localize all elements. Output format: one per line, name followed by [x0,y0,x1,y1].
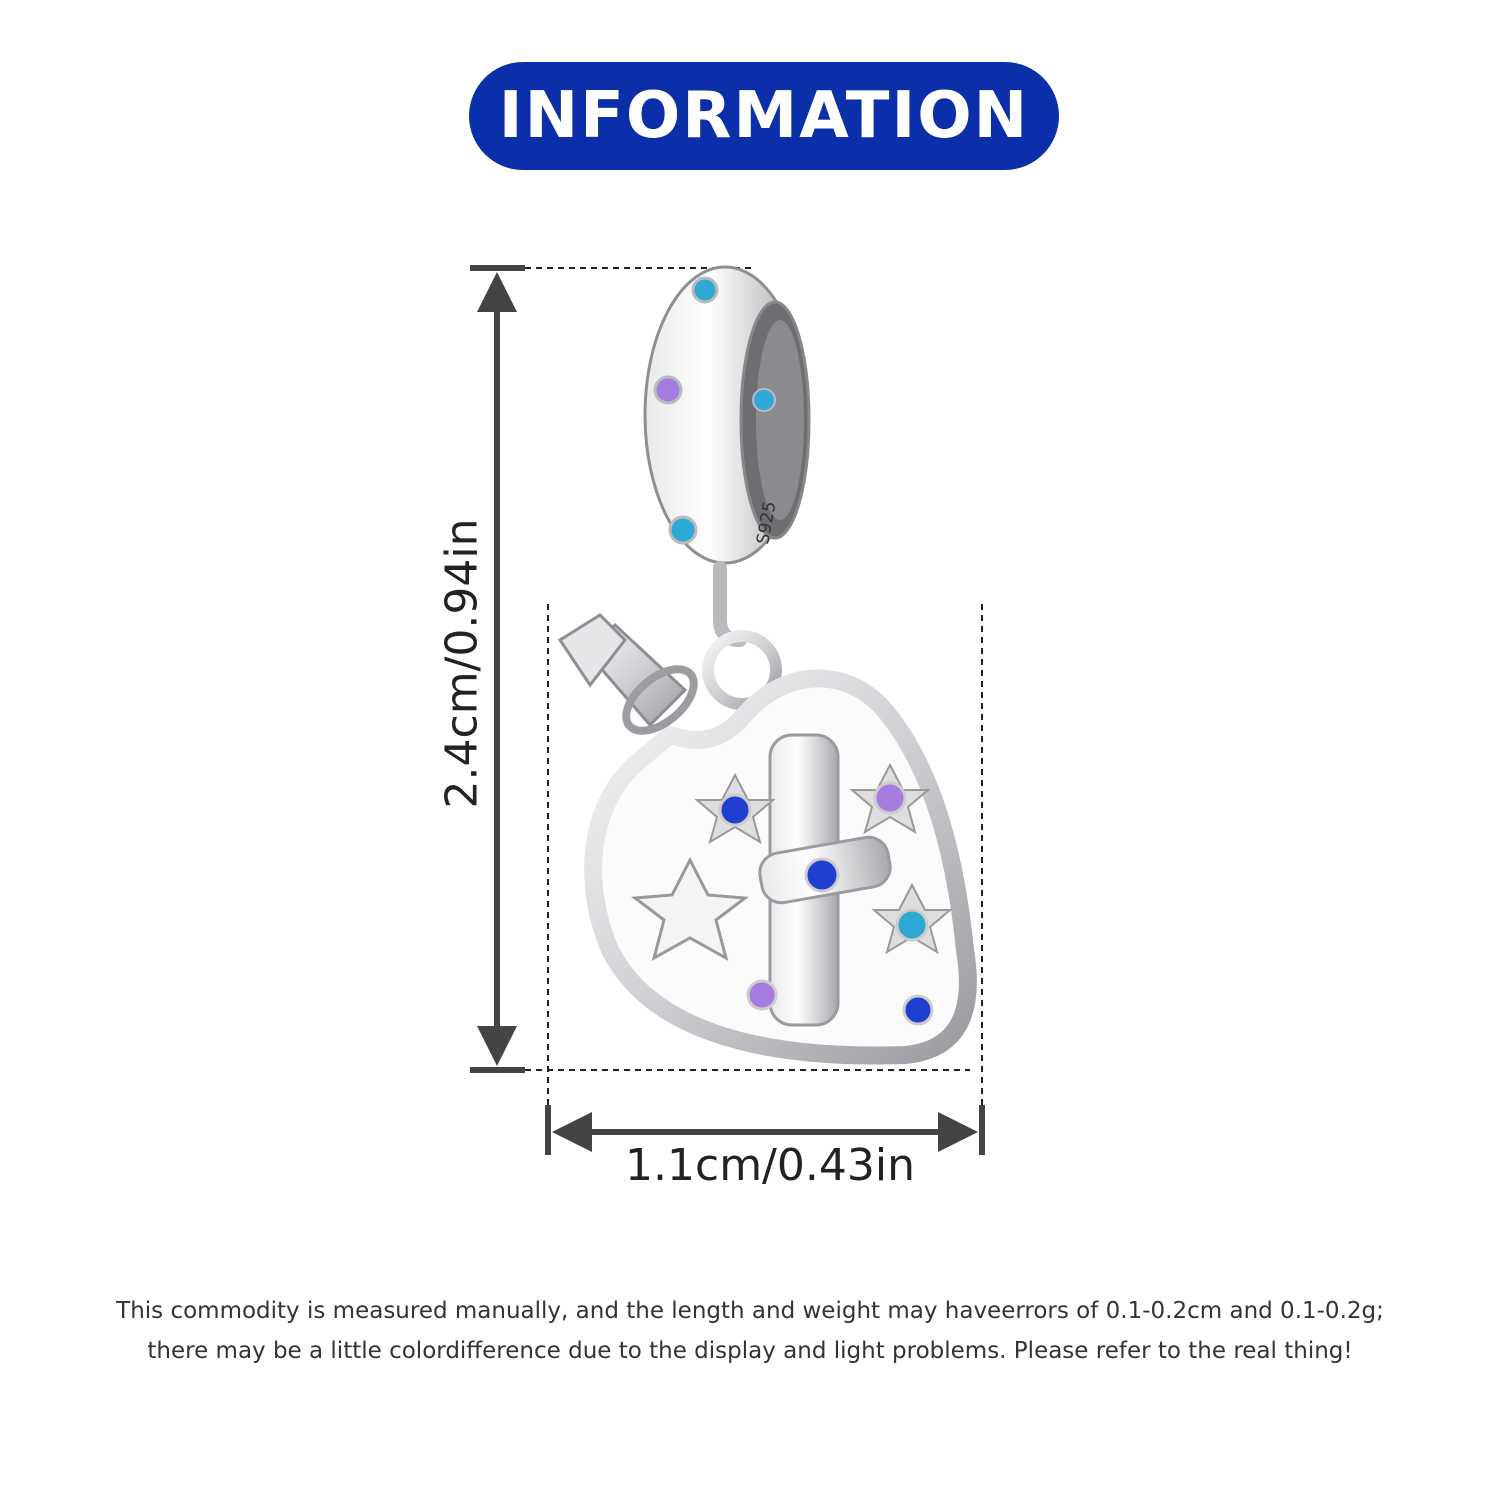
width-label: 1.1cm/0.43in [625,1140,915,1191]
gem-blue [718,793,752,827]
disclaimer-line-2: there may be a little colordifference du… [147,1338,1353,1364]
gem-aqua [691,276,719,304]
height-dimension [470,265,970,1073]
width-dimension [545,604,985,1155]
gem-aqua [895,908,929,942]
disclaimer-line-1: This commodity is measured manually, and… [116,1298,1384,1324]
gem-aqua [668,515,698,545]
clear-star-gem [630,856,750,962]
gem-blue [902,994,934,1026]
height-label: 2.4cm/0.94in [436,518,488,809]
gem-blue [804,857,840,893]
heart-bottle [557,613,977,1065]
gem-purple [873,781,907,815]
information-title: INFORMATION [498,79,1030,153]
information-badge: INFORMATION [469,62,1059,170]
gem-aqua [752,388,776,412]
bead-ring: S925 [643,265,811,565]
gem-purple [653,375,683,405]
gem-purple [746,979,778,1011]
